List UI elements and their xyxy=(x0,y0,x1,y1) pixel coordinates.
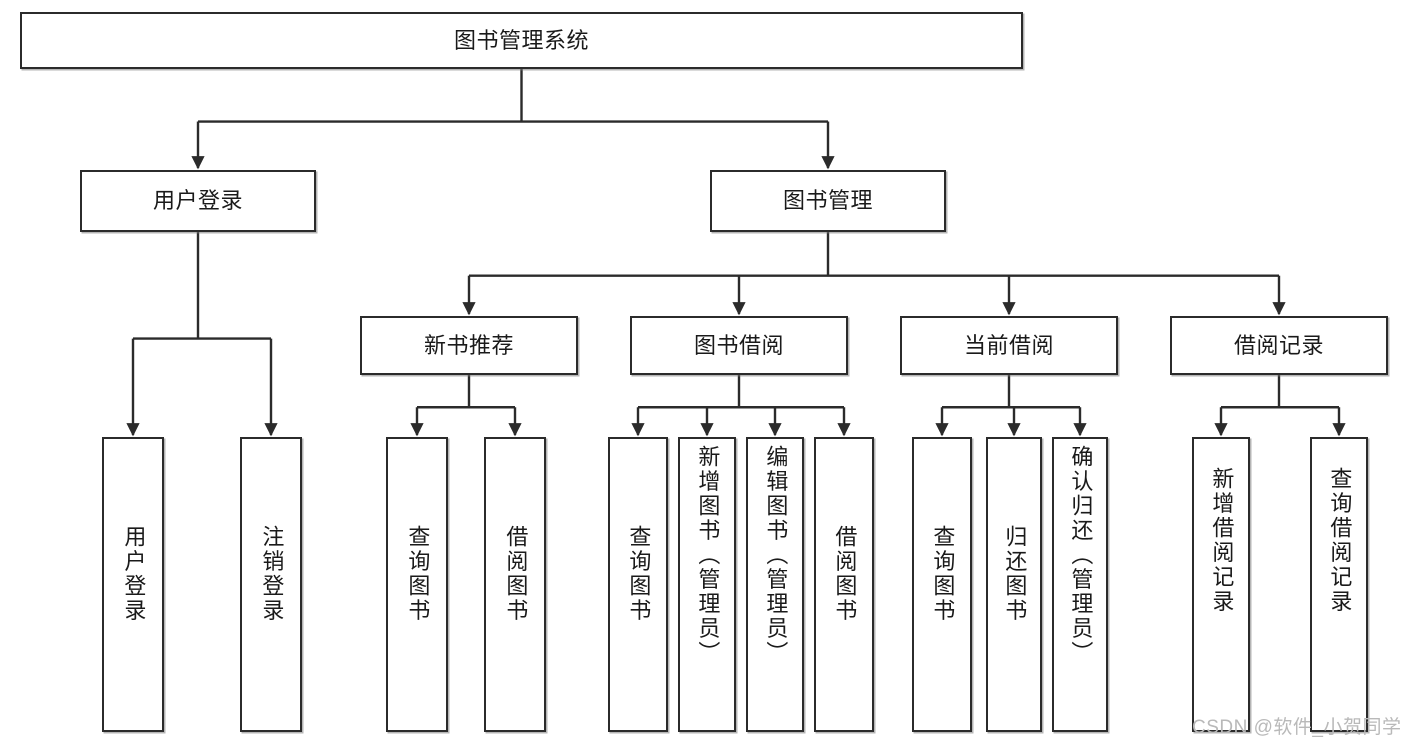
leaf-node-leaf-user-login[interactable]: 用户登录 xyxy=(102,437,164,732)
node-label: 新增借阅记录 xyxy=(1209,467,1235,614)
node-label: 新增图书（管理员） xyxy=(695,445,721,666)
leaf-node-leaf-borrow-book-rec[interactable]: 借阅图书 xyxy=(484,437,546,732)
node-label: 查询借阅记录 xyxy=(1327,467,1353,614)
leaf-node-leaf-query-record[interactable]: 查询借阅记录 xyxy=(1310,437,1368,732)
node-label: 图书管理 xyxy=(782,188,873,214)
leaf-node-leaf-user-logout[interactable]: 注销登录 xyxy=(240,437,302,732)
node-label: 查询图书 xyxy=(930,525,956,623)
node-label: 图书管理系统 xyxy=(453,27,589,53)
node-label: 确认归还（管理员） xyxy=(1068,445,1094,666)
node-label: 当前借阅 xyxy=(963,332,1054,358)
leaf-node-leaf-query-book[interactable]: 查询图书 xyxy=(608,437,668,732)
node-label: 注销登录 xyxy=(259,525,285,623)
node-label: 新书推荐 xyxy=(423,332,514,358)
node-label: 借阅图书 xyxy=(832,525,858,623)
leaf-node-leaf-confirm-return[interactable]: 确认归还（管理员） xyxy=(1052,437,1108,732)
node-label: 用户登录 xyxy=(152,188,243,214)
leaf-node-leaf-edit-book[interactable]: 编辑图书（管理员） xyxy=(746,437,804,732)
leaf-node-leaf-query-book-rec[interactable]: 查询图书 xyxy=(386,437,448,732)
node-label: 查询图书 xyxy=(405,525,431,623)
level2-node-book-manage[interactable]: 图书管理 xyxy=(710,170,946,232)
node-label: 借阅记录 xyxy=(1233,332,1324,358)
node-label: 图书借阅 xyxy=(693,332,784,358)
level3-node-current-borrow[interactable]: 当前借阅 xyxy=(900,316,1118,375)
node-label: 归还图书 xyxy=(1002,525,1028,623)
leaf-node-leaf-borrow-book[interactable]: 借阅图书 xyxy=(814,437,874,732)
leaf-node-leaf-add-book[interactable]: 新增图书（管理员） xyxy=(678,437,736,732)
level3-node-new-book-rec[interactable]: 新书推荐 xyxy=(360,316,578,375)
leaf-node-leaf-return-book[interactable]: 归还图书 xyxy=(986,437,1042,732)
level3-node-borrow-record[interactable]: 借阅记录 xyxy=(1170,316,1388,375)
leaf-node-leaf-query-book-cur[interactable]: 查询图书 xyxy=(912,437,972,732)
node-label: 查询图书 xyxy=(626,525,652,623)
root-node-图书管理系统[interactable]: 图书管理系统 xyxy=(20,12,1023,69)
watermark-label: CSDN @软件_小贺同学 xyxy=(1192,717,1402,738)
leaf-node-leaf-add-record[interactable]: 新增借阅记录 xyxy=(1192,437,1250,732)
node-label: 用户登录 xyxy=(121,525,147,623)
level2-node-user-login[interactable]: 用户登录 xyxy=(80,170,316,232)
node-label: 借阅图书 xyxy=(503,525,529,623)
level3-node-book-borrow[interactable]: 图书借阅 xyxy=(630,316,848,375)
node-label: 编辑图书（管理员） xyxy=(763,445,789,666)
